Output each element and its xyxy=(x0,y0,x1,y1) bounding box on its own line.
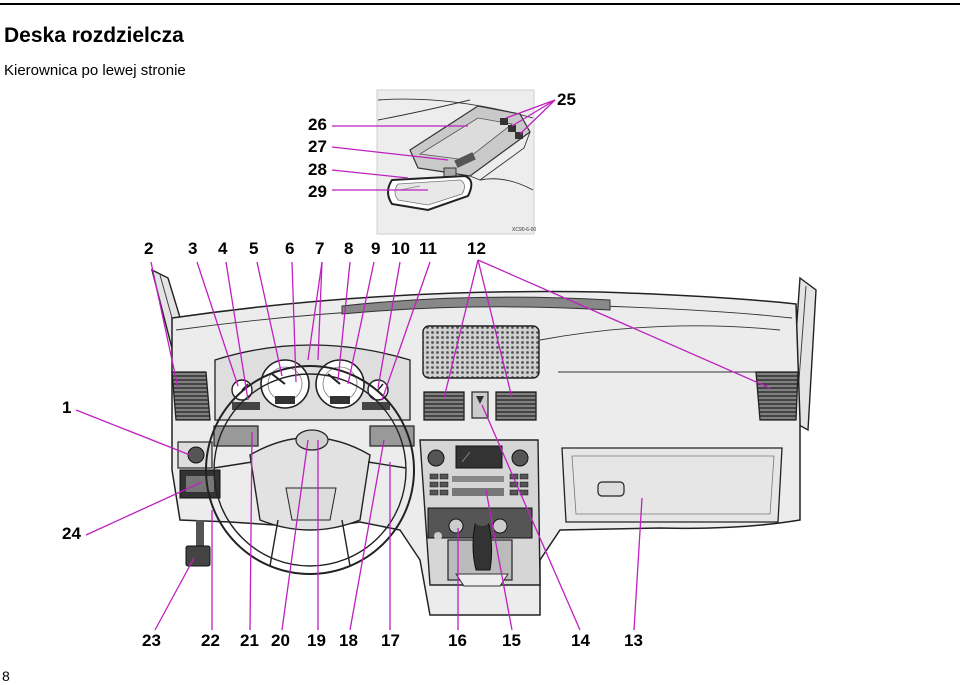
callout-8: 8 xyxy=(344,239,353,258)
page-title: Deska rozdzielcza xyxy=(4,24,184,47)
callout-15: 15 xyxy=(502,631,521,650)
callout-16: 16 xyxy=(448,631,467,650)
page-subtitle: Kierownica po lewej stronie xyxy=(4,62,186,79)
dashboard-drawing xyxy=(150,268,817,616)
callout-3: 3 xyxy=(188,239,197,258)
top-rule xyxy=(0,3,960,5)
callout-7: 7 xyxy=(315,239,324,258)
callout-lines xyxy=(75,99,771,631)
callout-27: 27 xyxy=(308,137,327,156)
callout-21: 21 xyxy=(240,631,259,650)
callout-29: 29 xyxy=(308,182,327,201)
callout-28: 28 xyxy=(308,160,327,179)
callout-14: 14 xyxy=(571,631,590,650)
callout-5: 5 xyxy=(249,239,258,258)
callout-18: 18 xyxy=(339,631,358,650)
page-number: 8 xyxy=(2,668,10,684)
callout-17: 17 xyxy=(381,631,400,650)
callout-2: 2 xyxy=(144,239,153,258)
callout-10: 10 xyxy=(391,239,410,258)
callout-25: 25 xyxy=(557,90,576,109)
callout-4: 4 xyxy=(218,239,228,258)
callout-1: 1 xyxy=(62,398,71,417)
callout-20: 20 xyxy=(271,631,290,650)
callout-22: 22 xyxy=(201,631,220,650)
callout-23: 23 xyxy=(142,631,161,650)
callout-13: 13 xyxy=(624,631,643,650)
callout-19: 19 xyxy=(307,631,326,650)
callout-24: 24 xyxy=(62,524,81,543)
callout-11: 11 xyxy=(419,239,437,258)
callout-9: 9 xyxy=(371,239,380,258)
overhead-console-inset: XC90-6-00 xyxy=(376,89,536,235)
callout-numbers: 26 27 28 29 25 2 3 4 5 6 7 8 9 10 11 12 … xyxy=(62,90,643,650)
callout-26: 26 xyxy=(308,115,327,134)
inset-code: XC90-6-00 xyxy=(512,227,536,233)
callout-12: 12 xyxy=(467,239,486,258)
callout-6: 6 xyxy=(285,239,294,258)
